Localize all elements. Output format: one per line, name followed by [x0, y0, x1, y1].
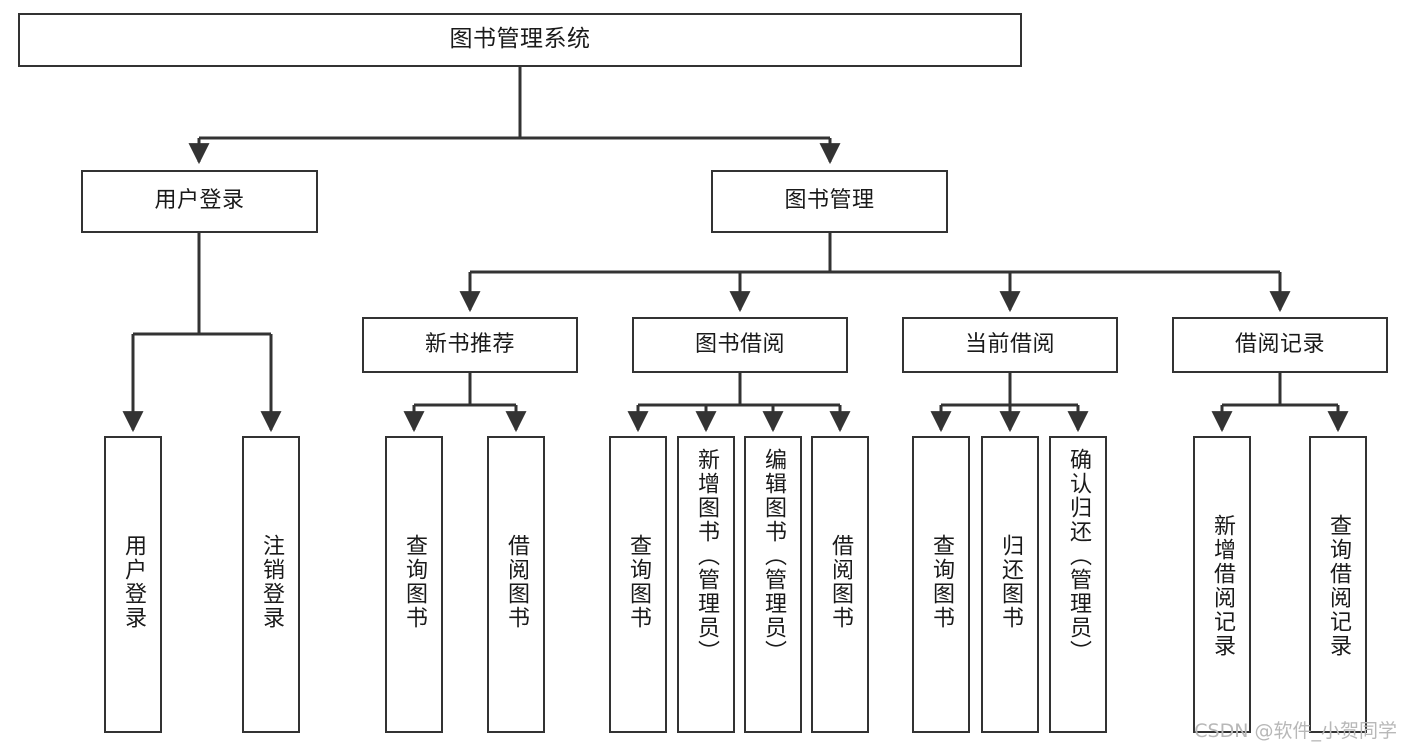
node-book-borrow[interactable]: 图书借阅: [632, 317, 848, 373]
node-label: 当前借阅: [964, 331, 1055, 357]
node-borrow-record[interactable]: 借阅记录: [1172, 317, 1388, 373]
node-label: 新书推荐: [424, 331, 515, 357]
node-label: 图书管理: [784, 188, 875, 214]
node-leaf-borrow-book-1[interactable]: 借阅图书: [487, 436, 545, 733]
node-book-manage[interactable]: 图书管理: [711, 170, 948, 233]
node-leaf-query-book-3[interactable]: 查询图书: [912, 436, 970, 733]
node-user-login[interactable]: 用户登录: [81, 170, 318, 233]
node-leaf-edit-book[interactable]: 编辑图书（管理员）: [744, 436, 802, 733]
node-leaf-query-record[interactable]: 查询借阅记录: [1309, 436, 1367, 733]
node-label: 编辑图书（管理员）: [760, 448, 786, 664]
node-current-borrow[interactable]: 当前借阅: [902, 317, 1118, 373]
node-label: 新增借阅记录: [1209, 514, 1235, 658]
node-leaf-add-record[interactable]: 新增借阅记录: [1193, 436, 1251, 733]
node-label: 归还图书: [997, 534, 1023, 630]
node-leaf-add-book[interactable]: 新增图书（管理员）: [677, 436, 735, 733]
node-leaf-confirm-return[interactable]: 确认归还（管理员）: [1049, 436, 1107, 733]
node-label: 查询图书: [625, 534, 651, 630]
node-label: 新增图书（管理员）: [693, 448, 719, 664]
node-label: 用户登录: [120, 534, 146, 630]
node-label: 查询借阅记录: [1325, 514, 1351, 658]
node-leaf-borrow-book-2[interactable]: 借阅图书: [811, 436, 869, 733]
node-leaf-query-book-1[interactable]: 查询图书: [385, 436, 443, 733]
node-leaf-query-book-2[interactable]: 查询图书: [609, 436, 667, 733]
node-label: 借阅记录: [1234, 331, 1325, 357]
node-label: 图书管理系统: [449, 26, 591, 53]
node-leaf-user-login[interactable]: 用户登录: [104, 436, 162, 733]
node-leaf-logout[interactable]: 注销登录: [242, 436, 300, 733]
node-label: 查询图书: [401, 534, 427, 630]
node-label: 借阅图书: [503, 534, 529, 630]
node-label: 注销登录: [258, 534, 284, 630]
node-label: 用户登录: [154, 188, 245, 214]
node-leaf-return-book[interactable]: 归还图书: [981, 436, 1039, 733]
node-label: 查询图书: [928, 534, 954, 630]
node-label: 图书借阅: [694, 331, 785, 357]
node-label: 确认归还（管理员）: [1065, 448, 1091, 664]
node-label: 借阅图书: [827, 534, 853, 630]
node-new-book-recommend[interactable]: 新书推荐: [362, 317, 578, 373]
node-root-system[interactable]: 图书管理系统: [18, 13, 1022, 67]
